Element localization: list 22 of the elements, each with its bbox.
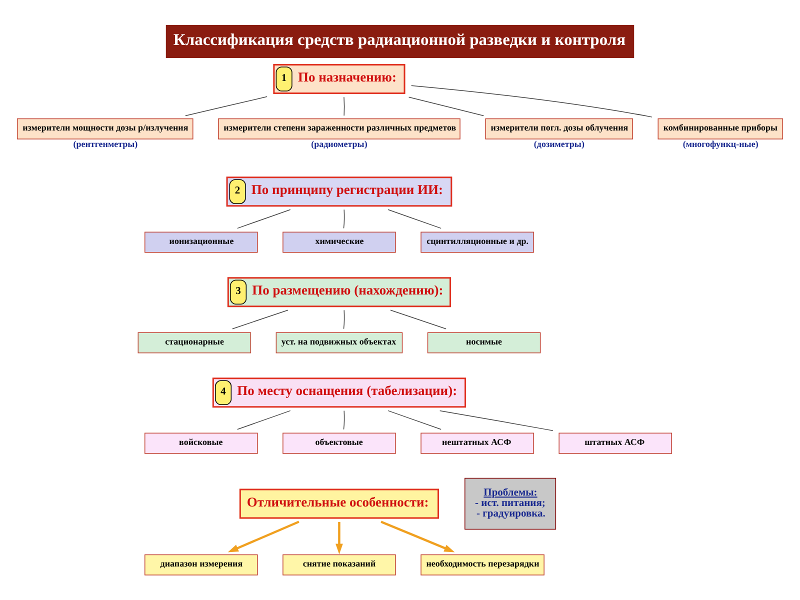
node-label: (дозиметры) [534, 139, 584, 150]
arrow [336, 522, 343, 554]
connector [237, 209, 291, 229]
connector [439, 410, 554, 431]
node-label: (радиометры) [311, 139, 368, 150]
connector [408, 96, 484, 116]
node-label: (многофункц-ные) [682, 139, 758, 150]
connector [343, 410, 345, 430]
connector [343, 209, 345, 229]
diagram-title: Классификация средств радиационной разведки и контроля [173, 30, 626, 49]
connector [237, 410, 291, 430]
connector [390, 310, 446, 330]
arrow [228, 520, 300, 552]
connector [410, 85, 652, 118]
connector [388, 209, 442, 229]
connector [388, 410, 442, 430]
arrow [380, 520, 455, 552]
connector [232, 310, 288, 330]
connector [343, 310, 345, 330]
connector [185, 96, 268, 116]
connector [344, 96, 345, 116]
node-label: (рентгенметры) [73, 139, 138, 150]
